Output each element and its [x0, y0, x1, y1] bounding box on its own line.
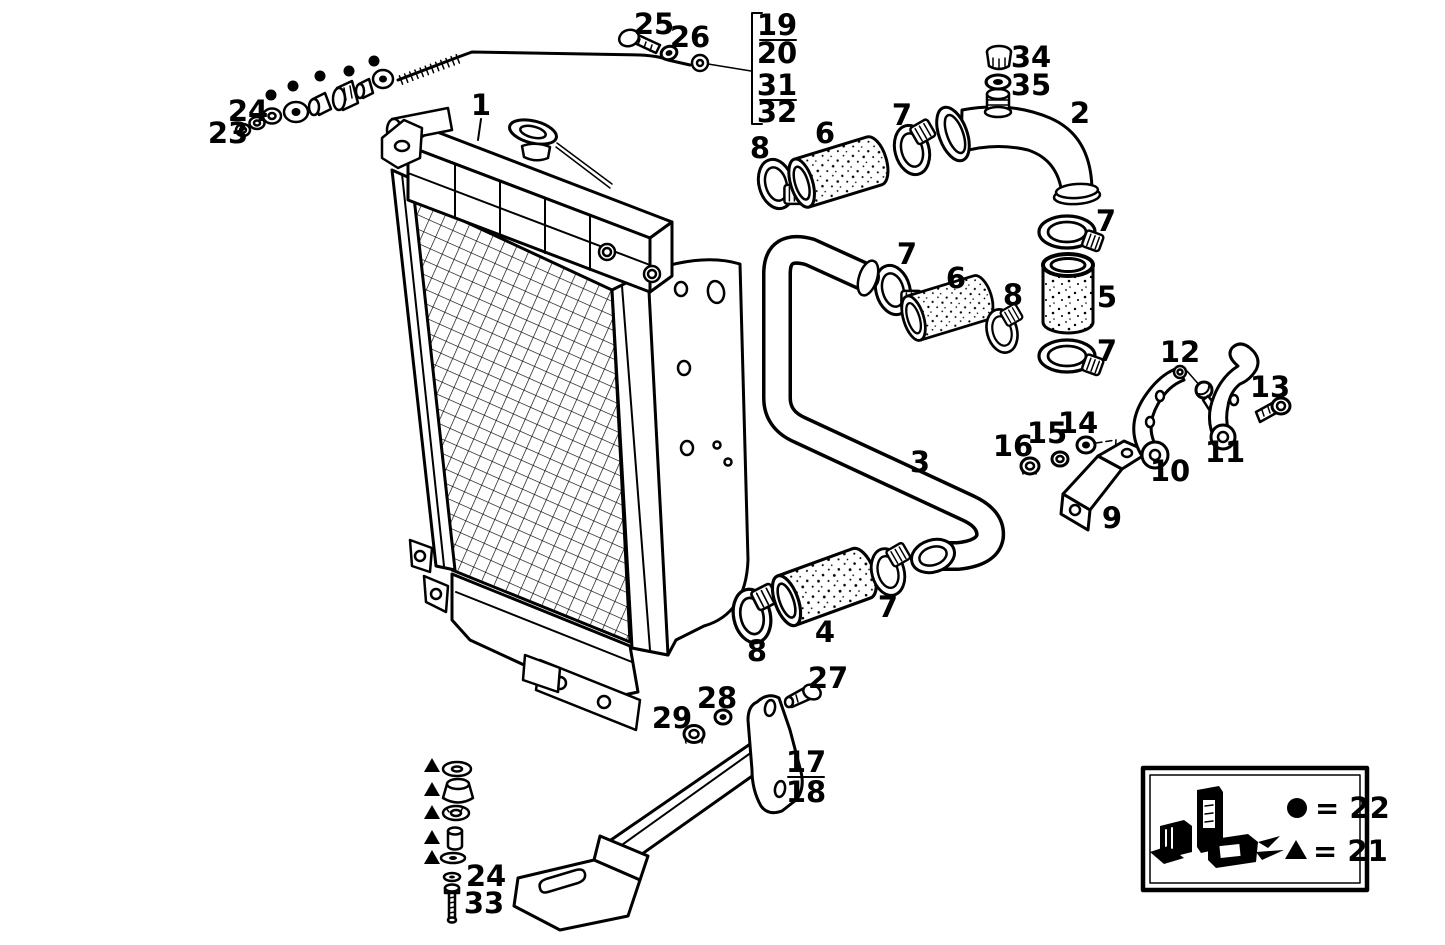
- callout-27: 27: [808, 661, 848, 695]
- callout-33: 33: [464, 886, 504, 920]
- hose-6: [782, 131, 895, 212]
- support-arm-tube: [606, 738, 774, 868]
- callout-24: 24: [228, 94, 268, 128]
- callout-8: 8: [1003, 278, 1023, 312]
- outlet-elbow-group: [935, 44, 1102, 206]
- hose-5: [1041, 252, 1095, 335]
- fraction-32: 32: [757, 95, 797, 129]
- callout-12: 12: [1160, 335, 1200, 369]
- washer-28: [713, 708, 733, 726]
- radiator-bottom-tank: [408, 538, 642, 732]
- callout-4: 4: [815, 615, 835, 649]
- callout-6: 6: [946, 261, 966, 295]
- callout-7: 7: [1096, 204, 1116, 238]
- tie-rod: [396, 50, 692, 82]
- legend-triangle-label: = 21: [1313, 834, 1388, 868]
- callout-14: 14: [1058, 406, 1098, 440]
- tie-rod-assembly: [234, 28, 752, 138]
- mount-washer-a: [441, 760, 473, 778]
- legend-triangle-symbol: [1285, 840, 1307, 859]
- callout-7: 7: [892, 98, 912, 132]
- callout-26: 26: [670, 20, 710, 54]
- long-hose-3: [762, 234, 1006, 575]
- callout-5: 5: [1097, 280, 1117, 314]
- leader-14: [1095, 439, 1117, 466]
- callout-28: 28: [697, 681, 737, 715]
- callout-34: 34: [1011, 40, 1051, 74]
- callout-24: 24: [466, 859, 506, 893]
- bolt-13: [1254, 396, 1292, 424]
- alternate-parts-bracket: 19 20 31 32: [751, 8, 797, 129]
- bolt-25: [617, 28, 662, 55]
- upper-hose-group: [751, 115, 947, 216]
- nut-29: [682, 724, 706, 744]
- radiator: [380, 106, 750, 732]
- callout-25: 25: [634, 7, 674, 41]
- callout-29: 29: [652, 701, 692, 735]
- hose-clamp-7: [1037, 338, 1106, 378]
- arm-flange-plate: [746, 694, 804, 815]
- callout-15: 15: [1027, 416, 1067, 450]
- callout-7: 7: [897, 237, 917, 271]
- bolt-27: [783, 683, 822, 709]
- washer-24: [442, 871, 462, 883]
- plug-34: [985, 44, 1013, 71]
- arm-foot-bracket: [512, 834, 650, 932]
- fraction-19: 19: [757, 8, 797, 42]
- radiator-top-tank: [380, 106, 674, 294]
- nut-16: [1019, 456, 1041, 476]
- legend-bullet-label: = 22: [1315, 791, 1390, 825]
- callout-8: 8: [750, 131, 770, 165]
- callout-9: 9: [1102, 501, 1122, 535]
- hose-clamp-7: [1037, 214, 1106, 254]
- callout-16: 16: [993, 429, 1033, 463]
- fraction-17: 17: [786, 745, 826, 779]
- callout-6: 6: [815, 116, 835, 150]
- washer-26: [659, 44, 679, 62]
- support-arm-group: [512, 683, 822, 932]
- bolt-33: [443, 883, 461, 924]
- mount-cup: [441, 777, 475, 804]
- seal-washer-35: [984, 73, 1012, 91]
- washer-14: [1075, 435, 1097, 455]
- callout-8: 8: [747, 634, 767, 668]
- callout-11: 11: [1205, 435, 1245, 469]
- bullet-markers: [265, 55, 380, 101]
- bracket-9: [1059, 439, 1151, 532]
- nut-15: [1050, 450, 1070, 468]
- fraction-20: 20: [757, 36, 797, 70]
- callout-10: 10: [1150, 454, 1190, 488]
- fraction-18: 18: [786, 775, 826, 809]
- callout-1: 1: [471, 88, 491, 122]
- callout-2: 2: [1070, 96, 1090, 130]
- callout-labels: 1 23 24 25 26 8 6 7 34 35 2 7 5 7 7 6 8 …: [208, 7, 1290, 920]
- mount-spacer: [446, 826, 464, 851]
- callout-7: 7: [1097, 334, 1117, 368]
- callout-23: 23: [208, 116, 248, 150]
- fraction-17-18: 17 18: [786, 745, 826, 809]
- mount-washer-c: [439, 851, 467, 865]
- legend-bullet-symbol: [1287, 798, 1307, 818]
- clamp-strap-10: [1132, 364, 1188, 470]
- callout-3: 3: [910, 445, 930, 479]
- legend-box: = 22 = 21: [1140, 765, 1390, 893]
- parts-kit-illustration: [1150, 786, 1284, 868]
- callout-13: 13: [1250, 370, 1290, 404]
- mount-bushing-chain: [234, 68, 395, 138]
- triangle-markers: [424, 758, 440, 864]
- fraction-31: 31: [757, 68, 797, 102]
- bypass-hose-stack: [1037, 214, 1106, 378]
- bracket-group: [1019, 342, 1292, 532]
- mount-washer-b: [441, 804, 471, 822]
- filler-cap: [520, 142, 552, 162]
- clamp-strap-11: [1208, 342, 1260, 451]
- callout-35: 35: [1011, 68, 1051, 102]
- callout-7: 7: [878, 590, 898, 624]
- mount-stack: [424, 758, 475, 924]
